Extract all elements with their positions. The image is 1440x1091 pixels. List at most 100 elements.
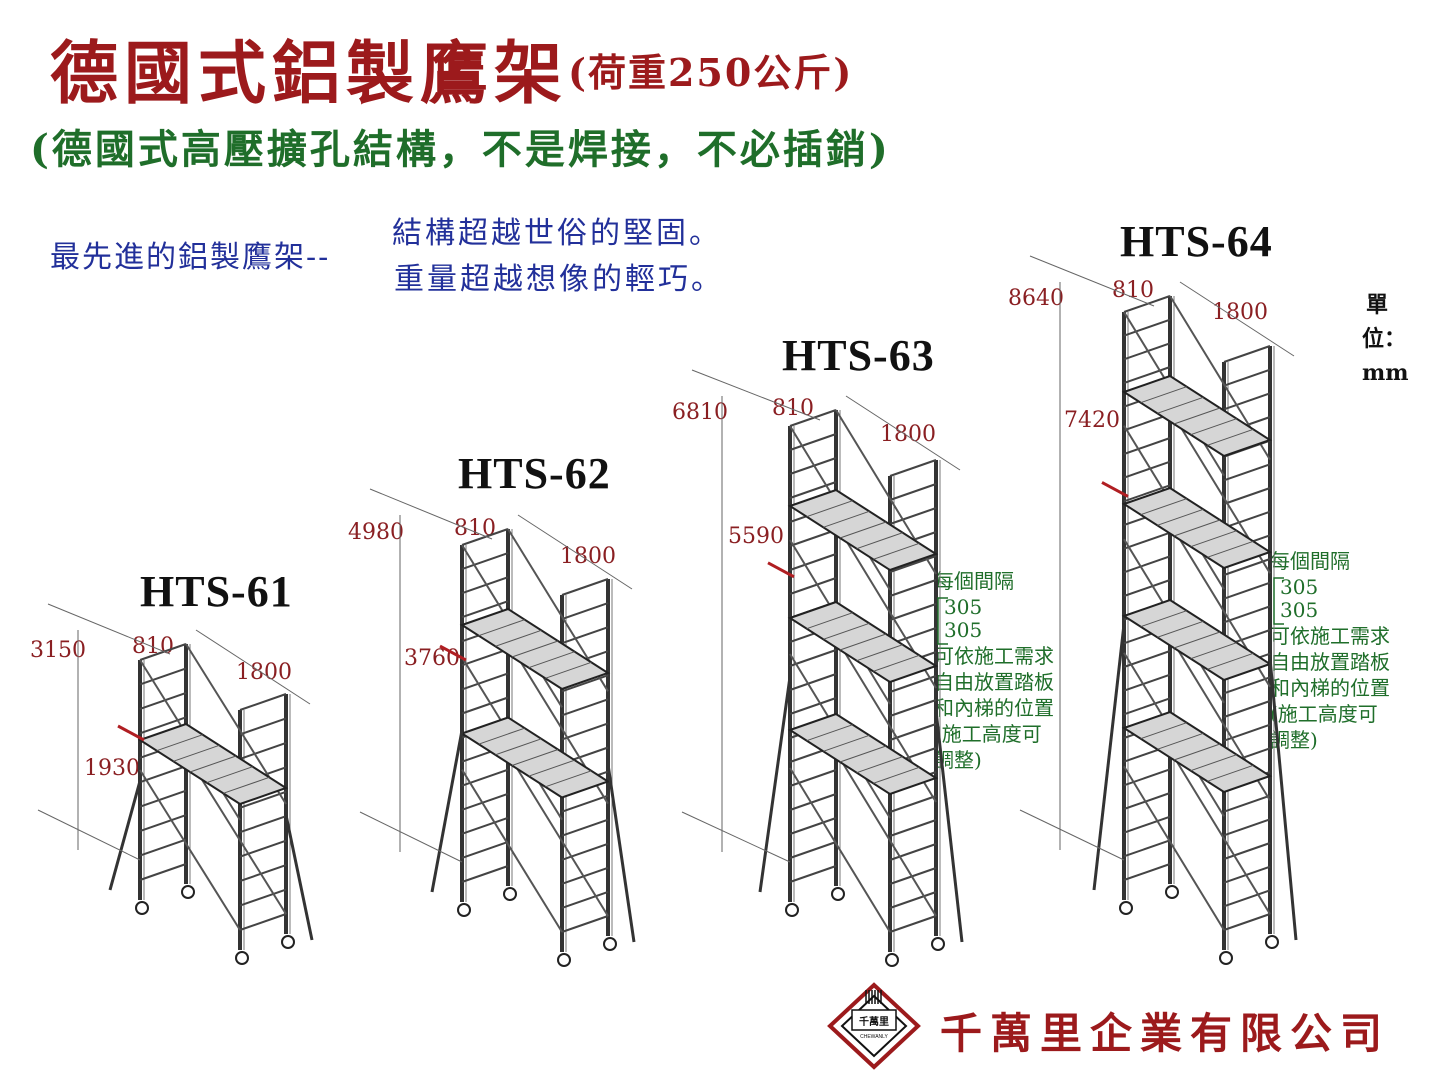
ladder-rung-hts-61 (239, 693, 287, 711)
ladder-rung-hts-62 (461, 576, 509, 595)
deck-slat-hts-63 (839, 633, 887, 651)
title-load: (荷重250公斤) (568, 50, 854, 95)
deck-slat-hts-64 (1173, 631, 1221, 649)
ladder-rung-hts-63 (889, 483, 937, 501)
ladder-rung-hts-64 (1223, 368, 1271, 387)
dimension-line-length-hts-64 (1179, 281, 1295, 357)
deck-slat-hts-62 (478, 727, 525, 745)
ladder-rung-hts-62 (561, 578, 609, 596)
deck-slat-hts-64 (1140, 498, 1187, 516)
ladder-rung-hts-62 (461, 648, 509, 667)
deck-slat-hts-64 (1207, 652, 1254, 670)
note-interval-title: 每個間隔 (1270, 549, 1350, 573)
ladder-rung-hts-61 (239, 815, 287, 834)
ladder-rung-hts-64 (1223, 345, 1271, 363)
deck-slat-hts-61 (189, 755, 237, 773)
caster-wheel-hts-62 (503, 887, 517, 901)
ladder-rung-hts-61 (139, 789, 187, 808)
ladder-rung-hts-63 (789, 529, 837, 547)
ladder-rung-hts-62 (461, 552, 509, 571)
company-name: 千萬里企業有限公司 (940, 1009, 1391, 1058)
caster-wheel-hts-63 (831, 887, 845, 901)
deck-slat-hts-64 (1207, 428, 1254, 446)
dimension-line-top-hts-61 (47, 603, 171, 655)
dimension-line-bottom-hts-62 (359, 811, 463, 863)
ladder-rung-hts-64 (1223, 700, 1271, 718)
note-line: 自由放置踏板 (934, 670, 1054, 694)
ladder-rung-hts-63 (789, 553, 837, 571)
deck-slat-hts-62 (545, 770, 592, 788)
ladder-rung-hts-61 (239, 790, 287, 809)
slogan-line-2: 重量超越想像的輕巧。 (394, 262, 724, 297)
ladder-rung-hts-63 (889, 675, 937, 693)
ladder-rung-hts-62 (561, 602, 609, 621)
dimension-line-top-hts-62 (369, 488, 493, 540)
deck-slat-hts-62 (495, 629, 542, 647)
ladder-rung-hts-63 (789, 673, 837, 691)
note-line: 和內梯的位置 (1270, 676, 1390, 700)
ladder-rung-hts-64 (1123, 437, 1171, 455)
slogan-line-1: 結構超越世俗的堅固。 (392, 216, 722, 251)
deck-slat-hts-62 (528, 651, 575, 669)
dimension-line-length-hts-62 (517, 514, 633, 590)
ladder-rung-hts-62 (461, 696, 509, 715)
ladder-rung-hts-63 (789, 697, 837, 715)
dim-platform-hts-63: 5590 (728, 524, 784, 549)
caster-wheel-hts-64 (1119, 901, 1133, 915)
ladder-rung-hts-63 (789, 865, 837, 883)
caster-wheel-hts-63 (885, 953, 899, 967)
ladder-rung-hts-64 (1223, 487, 1271, 505)
ladder-rung-hts-62 (561, 915, 609, 933)
page-title: 德國式鋁製鷹架(荷重250公斤) (50, 40, 853, 108)
dimension-line-top-hts-63 (691, 369, 821, 421)
outrigger-hts-64 (1268, 658, 1298, 941)
caster-wheel-hts-61 (281, 935, 295, 949)
ladder-rung-hts-61 (139, 643, 187, 661)
ladder-rung-hts-64 (1223, 510, 1271, 529)
ladder-rung-hts-62 (461, 600, 509, 619)
ladder-rung-hts-64 (1123, 863, 1171, 881)
ladder-rung-hts-63 (889, 819, 937, 837)
outrigger-hts-62 (606, 764, 636, 943)
outrigger-hts-64 (1092, 624, 1126, 891)
dimension-line-bottom-hts-63 (681, 811, 791, 863)
ladder-rung-hts-63 (789, 433, 837, 451)
caster-wheel-hts-62 (557, 953, 571, 967)
caster-wheel-hts-62 (457, 903, 471, 917)
dim-platform-hts-64: 7420 (1064, 408, 1120, 433)
ladder-rung-hts-64 (1123, 815, 1171, 834)
dimension-line-length-hts-61 (195, 629, 311, 705)
diagonal-brace-hts-63 (835, 751, 937, 917)
ladder-rung-hts-62 (461, 792, 509, 811)
ladder-rung-hts-61 (239, 888, 287, 907)
deck-slat-hts-64 (1157, 396, 1204, 414)
note-line: (施工高度可 (934, 722, 1042, 746)
deck-slat-hts-61 (156, 734, 203, 752)
deck-slat-hts-63 (823, 510, 870, 528)
deck-slat-hts-64 (1157, 508, 1204, 526)
note-line: 可依施工需求 (1270, 624, 1390, 648)
ladder-rung-hts-63 (789, 841, 837, 859)
ladder-rung-hts-61 (239, 913, 287, 931)
ladder-rung-hts-64 (1123, 839, 1171, 858)
ladder-rung-hts-63 (889, 867, 937, 885)
ladder-rung-hts-63 (789, 409, 837, 427)
deck-slat-hts-64 (1190, 642, 1237, 660)
deck-slat-hts-64 (1140, 386, 1187, 404)
dim-height-hts-64: 8640 (1008, 286, 1064, 311)
ladder-rung-hts-62 (461, 528, 509, 546)
diagonal-brace-hts-61 (139, 769, 241, 931)
dim-platform-hts-61: 1930 (84, 756, 140, 781)
platform-height-marker-hts-62 (439, 644, 467, 662)
logo-sub: CHEWANLY (860, 1034, 888, 1040)
deck-slat-hts-64 (1157, 620, 1204, 638)
dim-length-hts-61: 1800 (236, 660, 292, 685)
deck-slat-hts-64 (1190, 754, 1237, 772)
diagonal-brace-hts-63 (789, 767, 891, 933)
caster-wheel-hts-61 (181, 885, 195, 899)
ladder-rung-hts-62 (561, 626, 609, 645)
ladder-rung-hts-62 (561, 722, 609, 741)
note-interval-1: 305 (944, 595, 983, 619)
deck-slat-hts-63 (806, 724, 853, 742)
